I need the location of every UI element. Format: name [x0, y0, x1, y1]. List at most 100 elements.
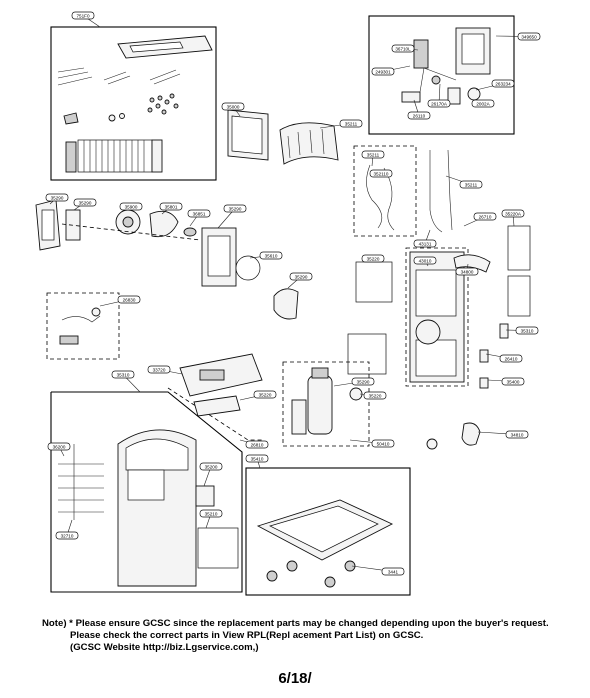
callout-bubble	[259, 251, 283, 260]
callout-bubble	[47, 442, 71, 451]
part-number-label: 2002A	[476, 101, 490, 106]
part-callout: 35220	[239, 390, 277, 401]
compressor	[291, 367, 363, 435]
refrigerant-tubing	[366, 149, 453, 233]
part-number-label: 26710	[479, 214, 492, 219]
part-number-label: 263234	[495, 81, 511, 86]
base-pan-frame	[245, 467, 411, 596]
part-callout: 33720	[147, 365, 183, 375]
part-callout: 50410	[349, 439, 395, 448]
part-callout: 35220	[359, 391, 387, 400]
part-number-label: 35290	[79, 200, 92, 205]
installation-kit-parts	[57, 35, 213, 173]
compressor-frame	[282, 361, 370, 447]
control-panel-assembly	[167, 353, 263, 441]
note-line-3: (GCSC Website http://biz.Lgservice.com,)	[70, 642, 259, 653]
part-number-label: 36851	[193, 211, 206, 216]
callout-bubble	[187, 209, 211, 218]
callout-bubble	[199, 462, 223, 471]
part-callout: 263234	[475, 79, 515, 91]
part-number-label: 35000	[227, 104, 240, 109]
part-callout: 35000	[221, 102, 245, 117]
part-number-label: 35211	[465, 182, 478, 187]
callout-layer: 751F034965036710L24930126323426170A26110…	[45, 11, 541, 576]
part-number-label: 35220	[369, 393, 382, 398]
callout-bubble	[407, 111, 431, 120]
part-callout: 36200	[47, 442, 71, 457]
part-number-label: 35220A	[505, 211, 522, 216]
callout-bubble	[501, 377, 525, 386]
part-callout: 34800	[455, 263, 479, 276]
part-callout: 35900	[119, 202, 143, 211]
part-callout: 43010	[413, 256, 437, 267]
part-callout: 352110	[369, 169, 393, 178]
callout-bubble	[361, 150, 385, 159]
callout-bubble	[73, 198, 97, 207]
callout-bubble	[455, 267, 479, 276]
callout-bubble	[361, 254, 385, 263]
callout-bubble	[371, 67, 395, 76]
part-number-label: 50410	[377, 441, 390, 446]
part-number-label: 35900	[125, 204, 138, 209]
part-number-label: 35310	[521, 328, 534, 333]
part-callout: 36851	[187, 209, 211, 227]
part-number-label: 36710L	[395, 46, 411, 51]
part-number-label: 26810	[251, 442, 264, 447]
part-number-label: 33720	[153, 367, 166, 372]
callout-bubble	[381, 567, 405, 576]
evaporator-tubing-frame	[353, 145, 417, 237]
callout-bubble	[117, 295, 141, 304]
callout-bubble	[339, 119, 363, 128]
part-number-label: 35290	[295, 274, 308, 279]
front-cabinet-frame	[50, 391, 243, 593]
pump-assembly-frame	[368, 15, 515, 135]
part-number-label: 349650	[521, 34, 537, 39]
callout-bubble	[253, 390, 277, 399]
part-callout: 349650	[495, 32, 541, 41]
part-callout: 26710	[463, 212, 497, 227]
callout-bubble	[147, 365, 171, 374]
part-callout: 26830	[99, 295, 141, 307]
accessory-kit-frame	[50, 26, 217, 181]
part-callout: 34810	[477, 430, 529, 439]
callout-bubble	[351, 377, 375, 386]
part-callout: 35290	[333, 377, 375, 387]
wire-harness-frame	[46, 292, 120, 360]
callout-bubble	[427, 99, 451, 108]
part-number-label: 35210	[205, 511, 218, 516]
callout-bubble	[473, 212, 497, 221]
page-number: 6/18/	[278, 670, 312, 687]
part-callout: 35220	[361, 254, 385, 263]
callout-bubble	[505, 430, 529, 439]
part-callout: 32710	[55, 519, 79, 540]
part-callout: 35610	[249, 251, 283, 260]
part-callout: 2002A	[471, 99, 495, 108]
part-number-label: 34810	[511, 432, 524, 437]
part-callout: 35801	[159, 202, 183, 215]
part-number-label: 35211	[345, 121, 358, 126]
part-number-label: 249301	[375, 69, 391, 74]
front-cabinet	[58, 429, 239, 587]
part-number-label: 26110	[413, 113, 426, 118]
part-number-label: 35211	[367, 152, 380, 157]
rear-cabinet	[347, 225, 531, 389]
callout-bubble	[221, 102, 245, 111]
condenser-coils	[227, 109, 339, 165]
callout-bubble	[369, 169, 393, 178]
part-callout: 26170A	[427, 83, 451, 108]
part-number-label: 43010	[419, 258, 432, 263]
base-pan	[256, 499, 394, 588]
part-number-label: 36200	[53, 444, 66, 449]
part-callout: 35211	[445, 175, 483, 189]
callout-bubble	[55, 531, 79, 540]
callout-bubble	[245, 454, 269, 463]
callout-bubble	[515, 326, 539, 335]
part-callout: 35290	[73, 198, 97, 211]
callout-bubble	[71, 11, 95, 20]
part-callout: 26410	[485, 353, 523, 363]
callout-bubble	[491, 79, 515, 88]
rear-cabinet-frame	[405, 247, 469, 387]
part-number-label: 35610	[265, 253, 278, 258]
part-callout: 3441	[351, 565, 405, 576]
